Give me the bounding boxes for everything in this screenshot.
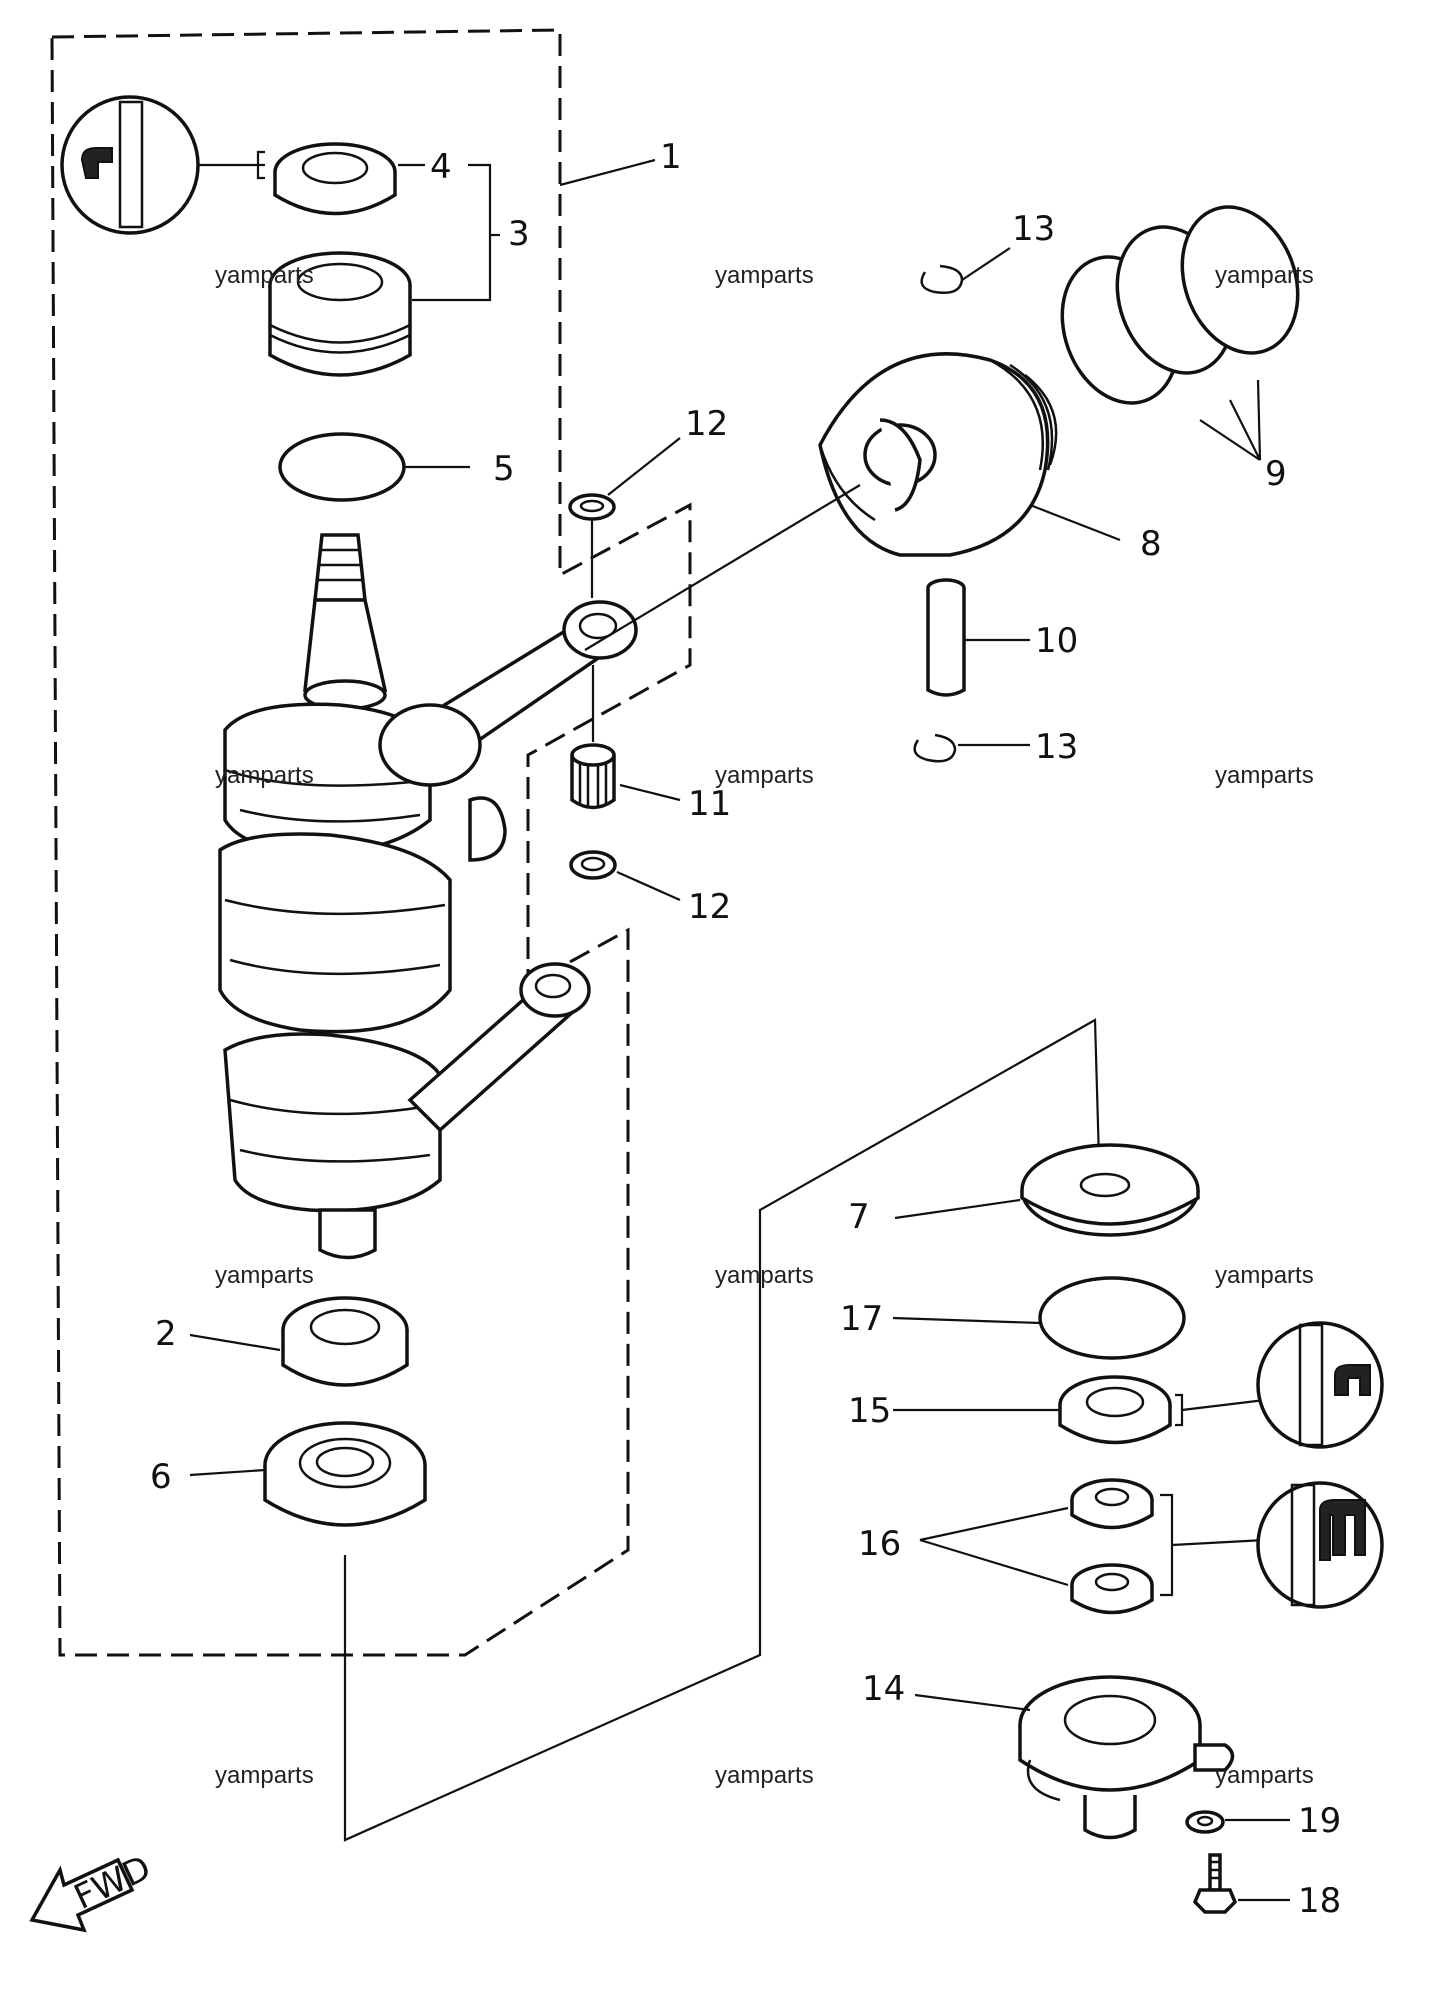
part-14-lower-housing <box>914 1675 1235 1840</box>
part-5-o-ring <box>278 432 470 502</box>
fwd-arrow-icon: FWD <box>29 1848 157 1933</box>
callout-16: 16 <box>858 1524 901 1564</box>
part-15-oil-seal <box>893 1375 1266 1445</box>
watermark: yamparts <box>1215 262 1314 289</box>
watermark: yamparts <box>715 1262 814 1289</box>
part-7-shim <box>894 1143 1200 1237</box>
watermark-grid: yamparts yamparts yamparts yamparts yamp… <box>215 262 1314 1789</box>
callout-19: 19 <box>1298 1801 1341 1841</box>
watermark: yamparts <box>215 262 314 289</box>
callout-14: 14 <box>862 1669 905 1709</box>
watermark: yamparts <box>1215 1762 1314 1789</box>
part-16-seal-upper <box>1070 1478 1154 1530</box>
seal-detail-bubble-right-upper <box>1256 1321 1384 1449</box>
part-16-seal-lower <box>919 1493 1266 1615</box>
assembly-outline-crankshaft <box>50 28 692 1657</box>
watermark: yamparts <box>215 1262 314 1289</box>
callout-1: 1 <box>660 137 682 177</box>
part-4-oil-seal <box>273 142 425 216</box>
part-13-circlip-upper <box>920 247 1011 294</box>
watermark: yamparts <box>715 262 814 289</box>
seal-detail-bubble-upper <box>60 95 265 235</box>
watermark: yamparts <box>715 762 814 789</box>
callout-5: 5 <box>493 449 515 489</box>
crankshaft-assembly <box>218 533 638 1260</box>
callout-12-lower: 12 <box>688 887 731 927</box>
callout-6: 6 <box>150 1457 172 1497</box>
callout-7: 7 <box>848 1197 870 1237</box>
fwd-label: FWD <box>68 1848 157 1918</box>
part-12-washer-upper <box>568 437 681 598</box>
part-9-piston-rings <box>1060 205 1300 461</box>
part-6-ball-bearing <box>189 1018 1102 1842</box>
leader-1 <box>559 158 656 187</box>
part-3-bearing-housing <box>268 163 500 377</box>
watermark: yamparts <box>215 1762 314 1789</box>
part-8-piston <box>584 352 1121 651</box>
seal-detail-bubble-right-lower <box>1256 1481 1384 1609</box>
callout-9: 9 <box>1265 454 1287 494</box>
callout-10: 10 <box>1035 621 1078 661</box>
part-18-bolt <box>1192 1853 1290 1914</box>
callout-8: 8 <box>1140 524 1162 564</box>
part-10-piston-pin <box>926 578 1030 697</box>
callout-4: 4 <box>430 147 452 187</box>
callout-17: 17 <box>840 1299 883 1339</box>
part-2-lower-seal <box>189 1296 409 1387</box>
part-17-o-ring <box>892 1276 1186 1360</box>
callout-3: 3 <box>508 214 530 254</box>
watermark: yamparts <box>1215 762 1314 789</box>
watermark: yamparts <box>1215 1262 1314 1289</box>
callout-13-upper: 13 <box>1012 209 1055 249</box>
callout-2: 2 <box>155 1314 177 1354</box>
callout-18: 18 <box>1298 1881 1341 1921</box>
part-19-washer <box>1185 1810 1290 1834</box>
part-11-needle-bearing <box>570 665 681 810</box>
callout-15: 15 <box>848 1391 891 1431</box>
part-13-circlip-lower <box>913 733 1030 763</box>
watermark: yamparts <box>715 1762 814 1789</box>
part-12-washer-lower <box>569 850 681 902</box>
watermark: yamparts <box>215 762 314 789</box>
callout-13-lower: 13 <box>1035 727 1078 767</box>
callout-11: 11 <box>688 784 731 824</box>
callout-12-upper: 12 <box>685 404 728 444</box>
